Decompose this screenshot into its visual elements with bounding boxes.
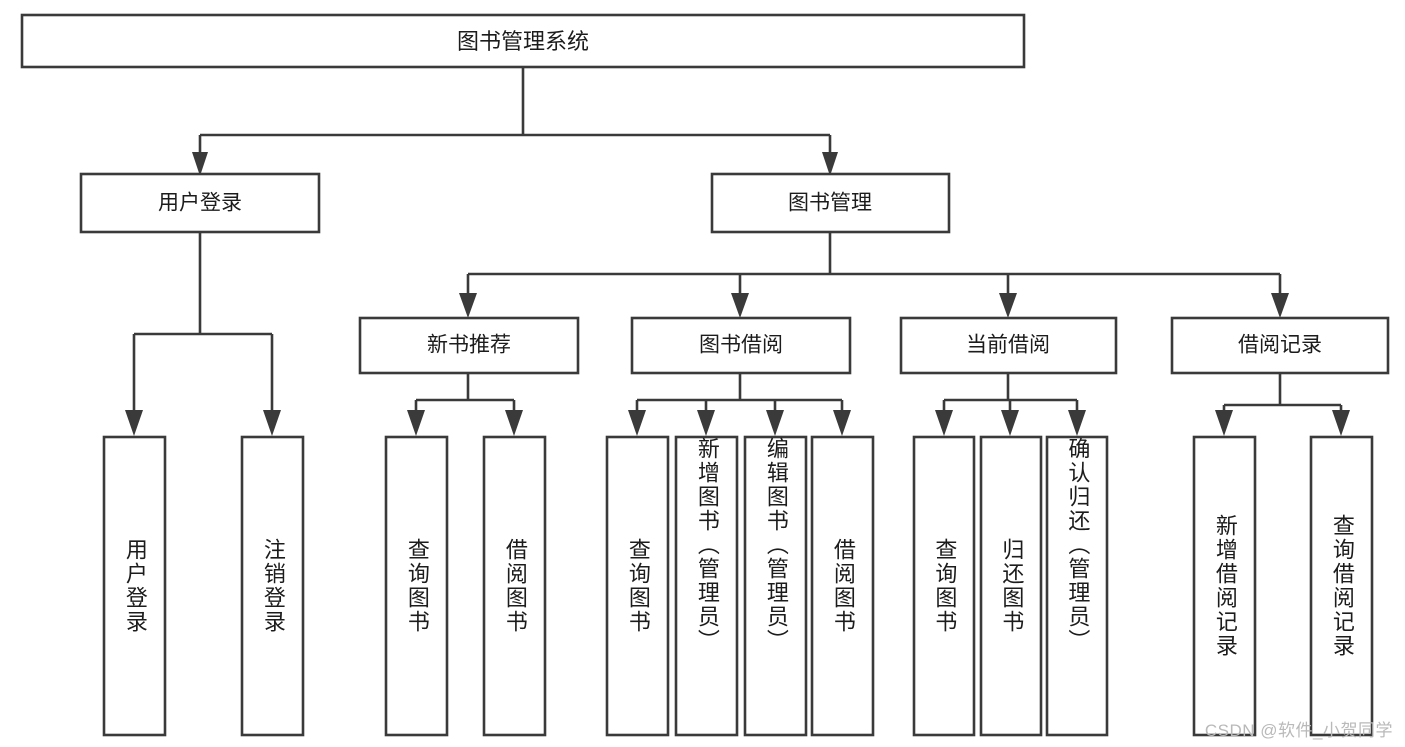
node-borrow-record[interactable]: 借阅记录	[1170, 316, 1390, 375]
leaf-box-new-book-0[interactable]	[384, 435, 449, 737]
node-new-book-recommend[interactable]: 新书推荐	[358, 316, 580, 375]
arrow-head-icon	[1001, 410, 1019, 436]
connector-new-book-to-leaves	[407, 373, 523, 436]
node-current-borrow-label: 当前借阅	[966, 334, 1050, 357]
arrow-head-icon	[192, 152, 208, 176]
node-user-login-label: 用户登录	[158, 192, 242, 215]
connector-root-to-level2	[192, 67, 838, 176]
leaf-box-user-login-0[interactable]	[102, 435, 167, 737]
node-root-label: 图书管理系统	[457, 29, 589, 54]
node-book-borrow[interactable]: 图书借阅	[630, 316, 852, 375]
node-root-system[interactable]: 图书管理系统	[20, 13, 1026, 69]
leaf-box-current-borrow-2[interactable]	[1045, 435, 1109, 737]
leaf-box-book-borrow-2[interactable]	[743, 435, 808, 737]
node-book-borrow-label: 图书借阅	[699, 334, 783, 357]
leaf-box-current-borrow-1[interactable]	[979, 435, 1043, 737]
connector-book-borrow-to-leaves	[628, 373, 851, 436]
node-current-borrow[interactable]: 当前借阅	[899, 316, 1118, 375]
arrow-head-icon	[1332, 410, 1350, 436]
connector-borrow-record-to-leaves	[1215, 373, 1350, 436]
arrow-head-icon	[935, 410, 953, 436]
connector-user-login-to-leaves	[125, 232, 281, 436]
leaf-box-borrow-record-0[interactable]	[1192, 435, 1257, 737]
connector-current-borrow-to-leaves	[935, 373, 1086, 436]
arrow-head-icon	[407, 410, 425, 436]
leaf-box-book-borrow-1[interactable]	[674, 435, 739, 737]
arrow-head-icon	[459, 293, 477, 318]
arrow-head-icon	[766, 410, 784, 436]
arrow-head-icon	[505, 410, 523, 436]
arrow-head-icon	[697, 410, 715, 436]
node-book-manage-label: 图书管理	[788, 192, 872, 215]
leaf-box-user-login-1[interactable]	[240, 435, 305, 737]
arrow-head-icon	[731, 293, 749, 318]
watermark-text: CSDN @软件_小贺同学	[1204, 721, 1393, 740]
leaf-box-book-borrow-0[interactable]	[605, 435, 670, 737]
arrow-head-icon	[125, 410, 143, 436]
leaf-box-book-borrow-3[interactable]	[810, 435, 875, 737]
arrow-head-icon	[263, 410, 281, 436]
arrow-head-icon	[1068, 410, 1086, 436]
arrow-head-icon	[999, 293, 1017, 318]
connector-book-manage-to-level3	[459, 232, 1289, 318]
node-new-book-recommend-label: 新书推荐	[427, 334, 511, 357]
leaf-box-borrow-record-1[interactable]	[1309, 435, 1374, 737]
leaf-box-new-book-1[interactable]	[482, 435, 547, 737]
node-borrow-record-label: 借阅记录	[1238, 334, 1322, 357]
node-book-manage[interactable]: 图书管理	[710, 172, 951, 234]
arrow-head-icon	[833, 410, 851, 436]
leaf-box-current-borrow-0[interactable]	[912, 435, 976, 737]
node-user-login[interactable]: 用户登录	[79, 172, 321, 234]
arrow-head-icon	[1215, 410, 1233, 436]
arrow-head-icon	[1271, 293, 1289, 318]
arrow-head-icon	[628, 410, 646, 436]
arrow-head-icon	[822, 152, 838, 176]
